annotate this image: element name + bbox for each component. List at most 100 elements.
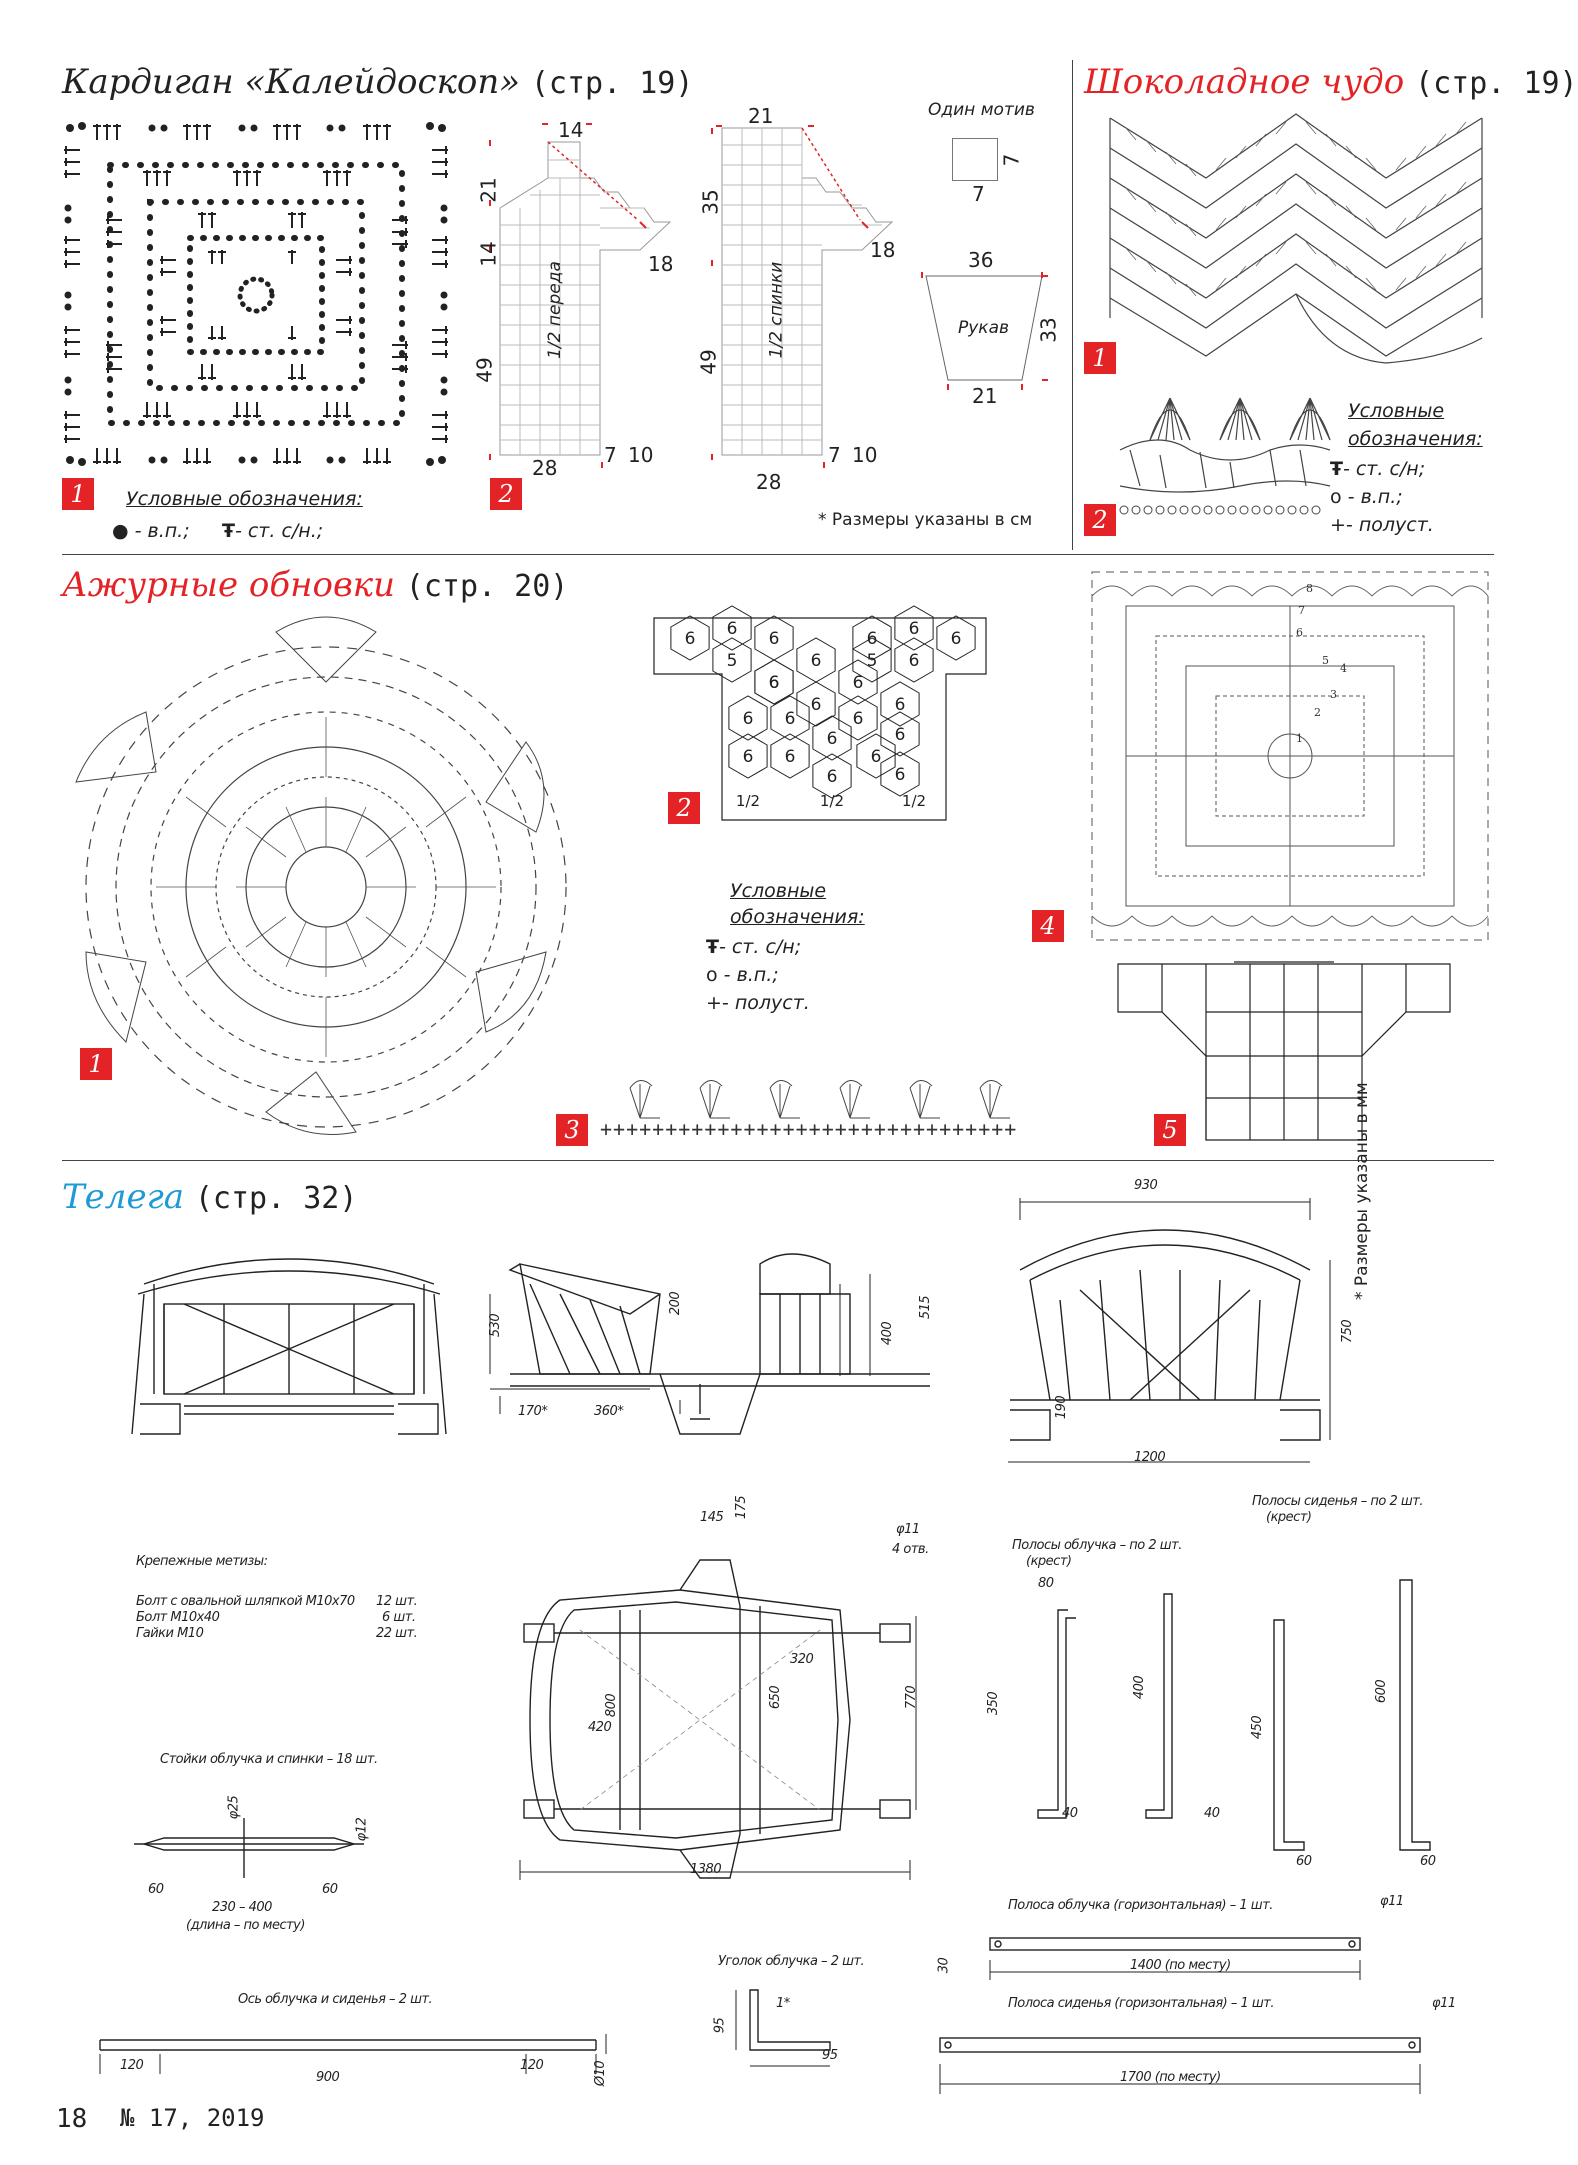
- hex-cell-label: 6: [827, 729, 838, 749]
- doily-chart: [75, 616, 567, 1135]
- posts-title: Стойки облучка и спинки – 18 шт.: [160, 1752, 378, 1767]
- dim-95b: 95: [822, 2048, 838, 2063]
- dim-back-28: 28: [756, 470, 782, 494]
- motif-label: Один мотив: [928, 100, 1035, 120]
- dim-front-7: 7: [604, 443, 617, 467]
- hex-cell-label: 6: [909, 651, 920, 671]
- openwork-legend-title-2: обозначения:: [730, 906, 865, 928]
- dim-11c: φ11: [1432, 1996, 1456, 2011]
- size-note: * Размеры указаны в см: [818, 510, 1033, 530]
- legend-vp: ● - в.п.;: [112, 520, 190, 542]
- hw-name: Гайки М10: [136, 1626, 204, 1641]
- axis-drawing: [99, 2034, 607, 2074]
- strip-profiles: [1037, 1579, 1431, 1851]
- svg-text:1: 1: [1296, 732, 1303, 745]
- title-text: Шоколадное чудо: [1084, 62, 1405, 102]
- posts-length-note: (длина – по месту): [186, 1918, 305, 1933]
- badge-2: 2: [490, 478, 522, 510]
- cart-side-view: [489, 1253, 930, 1435]
- dim-120b: 120: [520, 2058, 544, 2073]
- hw-qty: 12 шт.: [376, 1594, 418, 1609]
- legend-stn: Ŧ- ст. с/н.;: [222, 520, 323, 542]
- hex-cell: [712, 605, 752, 651]
- hex-cell: [770, 733, 810, 779]
- hex-cell: [894, 637, 934, 683]
- hex-cell-label: 1/2: [902, 792, 926, 810]
- dim-770: 770: [904, 1685, 920, 1710]
- t-stitch-icon: Ŧ: [706, 936, 719, 958]
- dim-420: 420: [588, 1720, 612, 1735]
- dim-front-28: 28: [532, 456, 558, 480]
- legend-stn-text: - ст. с/н;: [1342, 458, 1426, 480]
- dim-60d: 60: [322, 1882, 338, 1897]
- svg-text:5: 5: [1322, 654, 1329, 667]
- post-drawing: [134, 1818, 364, 1878]
- sleeve-shape: [921, 272, 1048, 390]
- hex-cell: [812, 715, 852, 761]
- seat-strips-sub: (крест): [1266, 1510, 1312, 1525]
- dim-sleeve-side: 33: [1036, 317, 1061, 343]
- hex-cell-label: 6: [769, 673, 780, 693]
- svg-text:4: 4: [1340, 662, 1347, 675]
- hex-cell-label: 6: [871, 747, 882, 767]
- hex-cell-label: 6: [685, 629, 696, 649]
- title-text: Ажурные обновки: [62, 565, 395, 605]
- hex-cell: [838, 659, 878, 705]
- hex-cell-label: 6: [743, 747, 754, 767]
- dim-4holes: 4 отв.: [892, 1542, 929, 1557]
- dim-350: 350: [986, 1691, 1002, 1716]
- legend-polust-text: - полуст.: [1345, 514, 1434, 536]
- hex-cell: [838, 695, 878, 741]
- dim-145: 145: [700, 1510, 724, 1525]
- dim-175: 175: [734, 1495, 750, 1520]
- dim-800: 800: [604, 1693, 620, 1718]
- dim-650: 650: [768, 1685, 784, 1710]
- section-title-openwork: Ажурные обновки (стр. 20): [62, 565, 568, 605]
- hex-cell-label: 6: [743, 709, 754, 729]
- dim-360: 360*: [594, 1404, 624, 1419]
- hex-cell-label: 5: [727, 651, 738, 671]
- legend-polust-text: - полуст.: [721, 992, 810, 1014]
- dim-515: 515: [918, 1295, 934, 1320]
- cart-front-view: [131, 1258, 447, 1435]
- hex-cell: [812, 753, 852, 799]
- hex-cell-label: 6: [727, 619, 738, 639]
- dim-40b: 40: [1204, 1806, 1220, 1821]
- back-label: 1/2 спинки: [766, 261, 787, 359]
- chocolate-legend-vp: o - в.п.;: [1330, 486, 1403, 508]
- axis-title: Ось облучка и сиденья – 2 шт.: [238, 1992, 433, 2007]
- dim-60c: 60: [148, 1882, 164, 1897]
- hex-cell-label: 6: [895, 725, 906, 745]
- t-shape-grid: [1117, 961, 1451, 1141]
- hex-cell: [880, 711, 920, 757]
- dim-450: 450: [1250, 1715, 1266, 1740]
- openwork-legend-vp: o - в.п.;: [706, 964, 779, 986]
- title-text: Кардиган «Калейдоскоп»: [62, 62, 521, 102]
- chocolate-legend-polust: +- полуст.: [1330, 514, 1434, 536]
- svg-text:2: 2: [1314, 706, 1321, 719]
- hex-cell: [894, 605, 934, 651]
- divider-horizontal-1: [62, 554, 1494, 555]
- cardigan-motif-chart: [64, 122, 448, 466]
- chain-icon: o: [1330, 486, 1342, 508]
- hex-cell: [936, 615, 976, 661]
- dim-95a: 95: [712, 2017, 728, 2034]
- openwork-legend-title-1: Условные: [730, 880, 827, 902]
- cart-size-note: * Размеры указаны в мм: [1352, 1082, 1372, 1300]
- hardware-line-1: Болт с овальной шляпкой М10х70 12 шт.: [136, 1594, 418, 1609]
- dim-1mark: 1*: [776, 1996, 790, 2011]
- angle-drawing: [735, 1989, 831, 2067]
- chocolate-legend-title-1: Условные: [1348, 400, 1445, 422]
- hex-cell: [770, 695, 810, 741]
- seat-h-drawing: [939, 2037, 1421, 2094]
- hex-cell: [670, 615, 710, 661]
- hex-cell-label: 6: [853, 709, 864, 729]
- hex-cell-label: 1/2: [820, 792, 844, 810]
- hex-cell-label: 6: [909, 619, 920, 639]
- dim-front-top: 14: [558, 118, 584, 142]
- sleeve-label: Рукав: [958, 318, 1010, 338]
- hex-cell-label: 6: [895, 695, 906, 715]
- dim-11b: φ11: [1380, 1894, 1404, 1909]
- hex-cell-label: 5: [867, 651, 878, 671]
